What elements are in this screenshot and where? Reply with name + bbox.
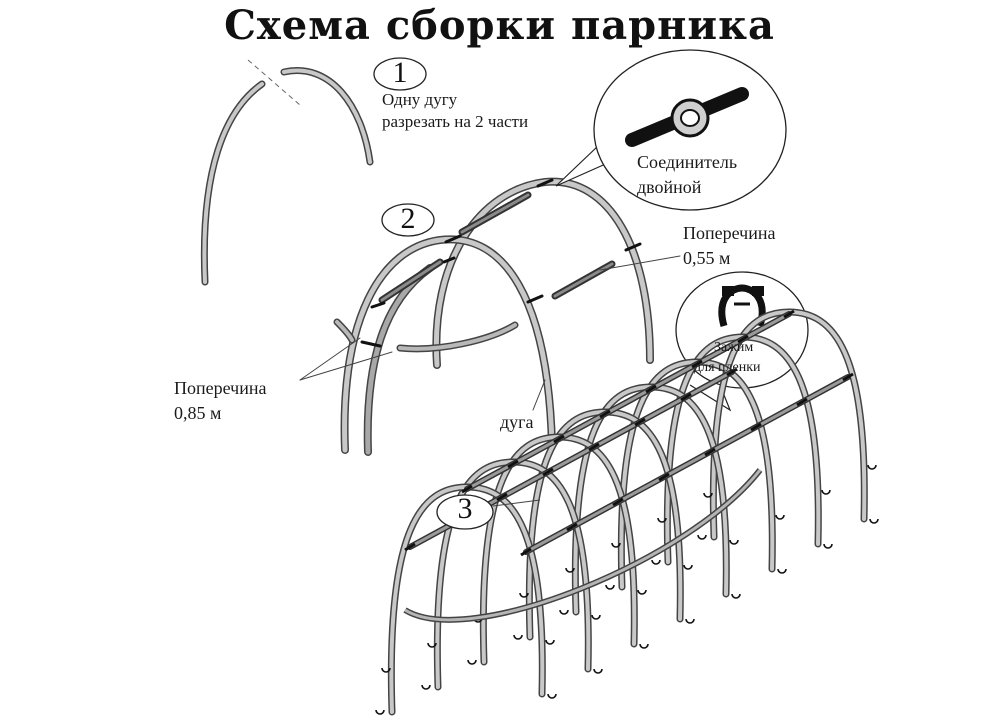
- film-clamp-icon: [605, 584, 615, 590]
- film-clamp-icon: [867, 464, 877, 470]
- film-clamp-icon: [611, 542, 621, 548]
- film-clamp-icon: [467, 659, 477, 665]
- film-clamp-icon: [777, 568, 787, 574]
- tunnel-connector: [750, 422, 762, 432]
- film-clamp-icon: [637, 589, 647, 595]
- cut-instruction-line2: разрезать на 2 части: [382, 112, 529, 131]
- film-clamp-icon: [651, 559, 661, 565]
- tunnel-connector: [612, 497, 624, 507]
- tunnel-crossbar: [465, 312, 791, 491]
- film-clamp-icon: [657, 517, 667, 523]
- film-clamp-icon: [593, 668, 603, 674]
- film-clamp-icon: [821, 489, 831, 495]
- crossbar-short-label-line1: Поперечина: [683, 223, 776, 243]
- film-clamp-icon: [375, 709, 385, 715]
- tunnel-connector: [737, 334, 749, 344]
- tunnel-connector: [599, 409, 611, 419]
- tunnel-connector: [404, 542, 416, 552]
- crossbar-long-label-line2: 0,85 м: [174, 403, 222, 423]
- film-clamp-icon: [565, 567, 575, 573]
- tunnel-connector: [726, 367, 738, 377]
- film-clamp-icon: [869, 518, 879, 524]
- film-clamp-icon: [547, 693, 557, 699]
- film-clamp-icon: [545, 639, 555, 645]
- film-clamp-icon: [683, 564, 693, 570]
- step-3-number: 3: [457, 492, 473, 525]
- crossbar-long-label-line1: Поперечина: [174, 378, 267, 398]
- tunnel-connector: [680, 392, 692, 402]
- step-2-number: 2: [400, 202, 416, 235]
- film-clamp-icon: [729, 539, 739, 545]
- connector-label-line2: двойной: [637, 177, 702, 197]
- tunnel-connector: [496, 492, 508, 502]
- page-title: Схема сборки парника: [224, 2, 775, 49]
- step2-frame: [299, 177, 681, 456]
- film-clamp-icon: [731, 593, 741, 599]
- tunnel-crossbar: [524, 375, 850, 554]
- tunnel-connector: [566, 522, 578, 532]
- tunnel-connector: [796, 397, 808, 407]
- arc-label: дуга: [500, 412, 534, 432]
- tunnel-connector: [507, 459, 519, 469]
- step1-badge: [373, 57, 427, 91]
- cut-instruction-line1: Одну дугу: [382, 90, 458, 109]
- tunnel-connector: [553, 434, 565, 444]
- tunnel-base-crossbar-fill: [404, 469, 762, 622]
- tunnel-connector: [634, 417, 646, 427]
- tunnel-connector: [645, 384, 657, 394]
- film-clamp-icon: [639, 643, 649, 649]
- tunnel-connector: [691, 359, 703, 369]
- film-clamp-icon: [513, 634, 523, 640]
- step2-badge: [381, 203, 435, 237]
- clamp-label-line2: для пленки: [694, 360, 761, 375]
- film-clamp-icon: [697, 534, 707, 540]
- film-clamp-icon: [559, 609, 569, 615]
- film-clamp-icon: [685, 618, 695, 624]
- film-clamp-icon: [703, 492, 713, 498]
- tunnel-connector: [783, 309, 795, 319]
- clamp-label-line1: Зажим: [714, 340, 754, 355]
- tunnel-connector: [520, 547, 532, 557]
- film-clamp-icon: [519, 592, 529, 598]
- connector-callout: [555, 49, 787, 211]
- step3-badge: [436, 494, 494, 530]
- film-clamp-icon: [775, 514, 785, 520]
- tunnel-connector: [542, 467, 554, 477]
- film-clamp-icon: [427, 642, 437, 648]
- tunnel-connector: [658, 472, 670, 482]
- tunnel-connector: [704, 447, 716, 457]
- crossbar-short-label-line2: 0,55 м: [683, 248, 731, 268]
- film-clamp-icon: [823, 543, 833, 549]
- tunnel-connector: [588, 442, 600, 452]
- film-clamp-icon: [381, 667, 391, 673]
- film-clamp-icon: [591, 614, 601, 620]
- step-1-number: 1: [392, 56, 408, 89]
- connector-label-line1: Соединитель: [637, 152, 738, 172]
- film-clamp-icon: [421, 684, 431, 690]
- step1-cut-arc: [200, 59, 374, 286]
- tunnel-connector: [461, 484, 473, 494]
- tunnel-connector: [842, 372, 854, 382]
